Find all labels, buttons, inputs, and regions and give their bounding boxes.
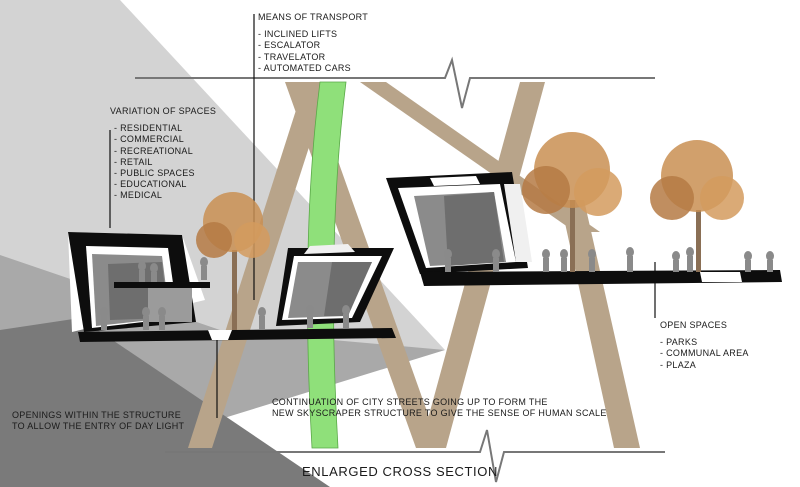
openings-caption: OPENINGS WITHIN THE STRUCTURE TO ALLOW T…: [12, 410, 184, 432]
transport-label: MEANS OF TRANSPORT - INCLINED LIFTS - ES…: [258, 12, 368, 74]
streets-line-1: CONTINUATION OF CITY STREETS GOING UP TO…: [272, 397, 548, 407]
transport-item: - ESCALATOR: [258, 40, 321, 51]
spaces-item: - RECREATIONAL: [114, 145, 194, 156]
spaces-label: VARIATION OF SPACES - RESIDENTIAL - COMM…: [110, 106, 216, 202]
strut-left-rising: [188, 82, 330, 448]
bottom-break-line: [165, 429, 665, 483]
streets-line-2: NEW SKYSCRAPER STRUCTURE TO GIVE THE SEN…: [272, 408, 607, 418]
spaces-item: - EDUCATIONAL: [114, 179, 187, 190]
spaces-heading: VARIATION OF SPACES: [110, 106, 217, 116]
people-silhouettes: [100, 247, 774, 330]
open-spaces-heading: OPEN SPACES: [660, 320, 728, 330]
tree-right: [650, 140, 744, 272]
open-spaces-list: - PARKS - COMMUNAL AREA - PLAZA: [660, 337, 749, 371]
top-break-line: [135, 56, 655, 109]
tree-middle: [522, 132, 622, 272]
transport-list: - INCLINED LIFTS - ESCALATOR - TRAVELATO…: [258, 29, 368, 74]
spaces-item: - PUBLIC SPACES: [114, 168, 195, 179]
spaces-item: - MEDICAL: [114, 190, 163, 201]
open-spaces-item: - COMMUNAL AREA: [660, 348, 749, 359]
tree-left: [196, 192, 270, 330]
page-title: ENLARGED CROSS SECTION: [302, 464, 498, 479]
transport-item: - TRAVELATOR: [258, 51, 326, 62]
spaces-item: - RESIDENTIAL: [114, 123, 183, 134]
transport-heading: MEANS OF TRANSPORT: [258, 12, 369, 22]
open-spaces-label: OPEN SPACES - PARKS - COMMUNAL AREA - PL…: [660, 320, 749, 371]
light-wedge-shadow: [0, 318, 330, 487]
right-structure: [386, 172, 782, 286]
transport-item: - AUTOMATED CARS: [258, 62, 351, 73]
spaces-list: - RESIDENTIAL - COMMERCIAL - RECREATIONA…: [114, 123, 216, 201]
spaces-item: - RETAIL: [114, 156, 153, 167]
spaces-item: - COMMERCIAL: [114, 134, 185, 145]
streets-caption: CONTINUATION OF CITY STREETS GOING UP TO…: [272, 397, 607, 419]
strut-right-falling: [560, 200, 640, 448]
openings-line-1: OPENINGS WITHIN THE STRUCTURE: [12, 410, 182, 420]
openings-line-2: TO ALLOW THE ENTRY OF DAY LIGHT: [12, 421, 185, 431]
transport-item: - INCLINED LIFTS: [258, 29, 338, 40]
open-spaces-item: - PLAZA: [660, 359, 697, 370]
open-spaces-item: - PARKS: [660, 337, 698, 348]
